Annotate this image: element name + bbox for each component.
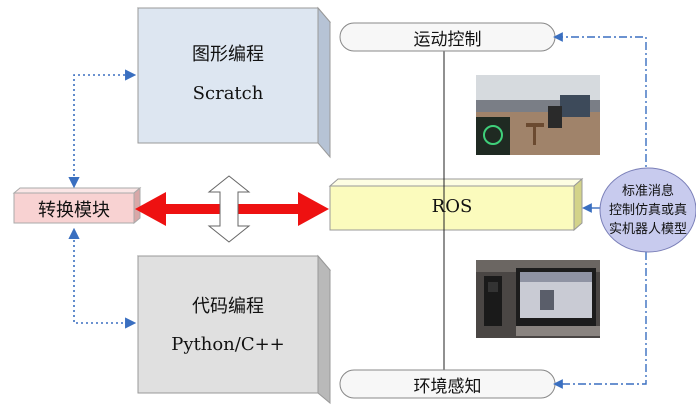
converter-box: [12, 186, 142, 225]
model-to-perception-connector: [553, 252, 647, 389]
code-programming-subtitle: Python/C++: [171, 334, 285, 355]
graphic-programming-subtitle: Scratch: [192, 83, 264, 104]
code-programming-box: [136, 254, 332, 405]
motion-control-label: 运动控制: [413, 30, 482, 50]
graphic-programming-title: 图形编程: [192, 44, 264, 65]
ellipse-line-2: 控制仿真或真: [608, 203, 687, 218]
white-double-arrow: [207, 175, 251, 243]
graphic-programming-box: [136, 6, 332, 159]
perception-label: 环境感知: [413, 377, 482, 397]
converter-label: 转换模块: [38, 200, 110, 221]
motion-to-model-connector: [553, 32, 647, 168]
code-programming-title: 代码编程: [192, 296, 264, 317]
converter-to-code-connector: [68, 227, 137, 329]
robot-model-ellipse: [599, 167, 696, 253]
robot-room-photo: [476, 75, 600, 155]
ellipse-line-1: 标准消息: [621, 184, 674, 199]
ros-box: [328, 177, 584, 232]
converter-to-graphic-connector: [68, 69, 137, 189]
laptop-simulation-photo: [476, 260, 600, 338]
ellipse-line-3: 实机器人模型: [608, 222, 687, 237]
ros-label: ROS: [431, 196, 473, 217]
